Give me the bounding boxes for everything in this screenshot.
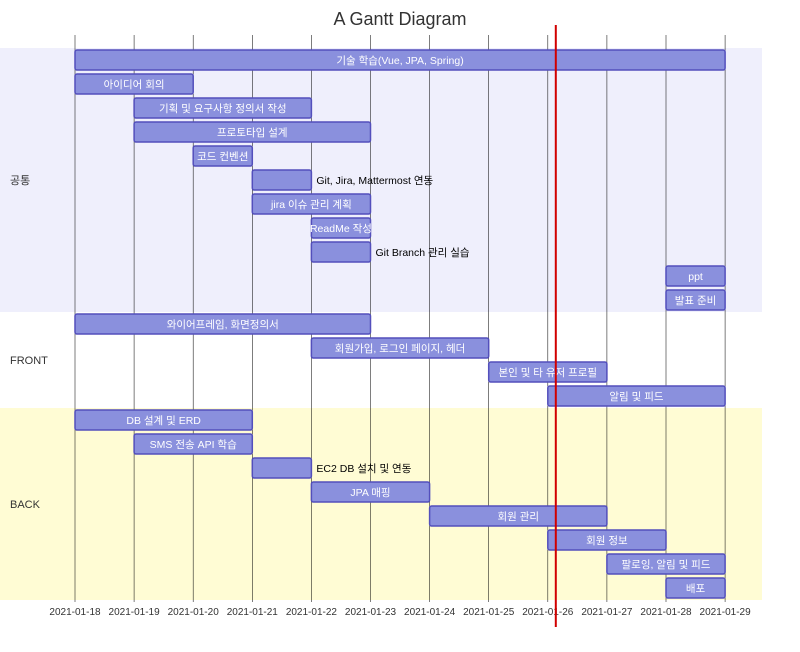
task-label: 회원가입, 로그인 페이지, 헤더 — [335, 342, 466, 355]
task-label: Git Branch 관리 실습 — [376, 247, 470, 259]
task-bar — [487, 361, 608, 383]
x-axis-ticks: 2021-01-18 2021-01-19 2021-01-20 2021-01-21… — [49, 607, 751, 618]
task-bar — [665, 265, 726, 287]
x-tick-label: 2021-01-28 — [640, 607, 692, 618]
task-bar — [133, 97, 313, 119]
task-bar — [547, 385, 726, 407]
section-backgrounds — [0, 48, 762, 600]
task-bar — [74, 409, 254, 431]
task-bar — [133, 433, 254, 455]
section-label: 공통 — [10, 174, 30, 187]
task-label: 본인 및 타 유저 프로필 — [498, 367, 597, 379]
x-tick-label: 2021-01-29 — [700, 607, 752, 618]
task-label: 팔로잉, 알림 및 피드 — [622, 559, 711, 571]
task-label: 회원 정보 — [586, 535, 628, 547]
task-label: 알림 및 피드 — [609, 391, 663, 403]
task-label: SMS 전송 API 학습 — [150, 439, 237, 451]
task-bar — [310, 241, 372, 263]
task-label: 발표 준비 — [675, 295, 717, 307]
task-bar — [547, 529, 667, 551]
x-tick-label: 2021-01-20 — [168, 607, 220, 618]
section-label: FRONT — [10, 355, 48, 367]
task-bars — [74, 49, 726, 599]
x-tick-label: 2021-01-21 — [227, 607, 279, 618]
task-label: ReadMe 작성 — [310, 223, 372, 235]
task-label: EC2 DB 설치 및 연동 — [316, 463, 411, 475]
task-label: Git, Jira, Mattermost 연동 — [316, 175, 433, 187]
x-tick-label: 2021-01-26 — [522, 607, 574, 618]
task-bar — [310, 337, 490, 359]
task-bar — [665, 577, 726, 599]
x-tick-label: 2021-01-27 — [581, 607, 633, 618]
task-label: JPA 매핑 — [350, 487, 390, 499]
task-bar — [74, 313, 372, 335]
task-bar — [310, 217, 372, 239]
chart-title: A Gantt Diagram — [333, 9, 466, 29]
x-tick-label: 2021-01-24 — [404, 607, 456, 618]
x-tick-label: 2021-01-22 — [286, 607, 338, 618]
task-bar — [251, 169, 313, 191]
task-bar — [133, 121, 372, 143]
task-label: 기술 학습(Vue, JPA, Spring) — [336, 55, 463, 67]
task-bar — [192, 145, 254, 167]
task-bar — [251, 193, 372, 215]
task-label: 회원 관리 — [497, 511, 539, 523]
task-label: 프로토타입 설계 — [217, 126, 288, 139]
task-bar — [665, 289, 726, 311]
task-label: jira 이슈 관리 계획 — [270, 199, 352, 211]
task-label: ppt — [688, 271, 703, 283]
section-labels: 공통 FRONT BACK — [10, 174, 48, 511]
task-label: 아이디어 회의 — [104, 79, 165, 91]
task-label: DB 설계 및 ERD — [126, 415, 201, 427]
task-label: 기획 및 요구사항 정의서 작성 — [159, 103, 287, 115]
x-tick-label: 2021-01-23 — [345, 607, 397, 618]
task-label: 배포 — [686, 583, 706, 595]
task-bar — [251, 457, 313, 479]
task-label: 와이어프레임, 화면정의서 — [167, 318, 279, 331]
task-label: 코드 컨벤션 — [197, 151, 248, 163]
task-bar — [74, 73, 194, 95]
task-bar — [310, 481, 431, 503]
x-tick-label: 2021-01-25 — [463, 607, 515, 618]
x-tick-label: 2021-01-19 — [109, 607, 161, 618]
task-bar — [428, 505, 608, 527]
task-bar — [74, 49, 726, 71]
x-tick-label: 2021-01-18 — [49, 607, 101, 618]
task-bar — [606, 553, 726, 575]
section-label: BACK — [10, 499, 41, 511]
